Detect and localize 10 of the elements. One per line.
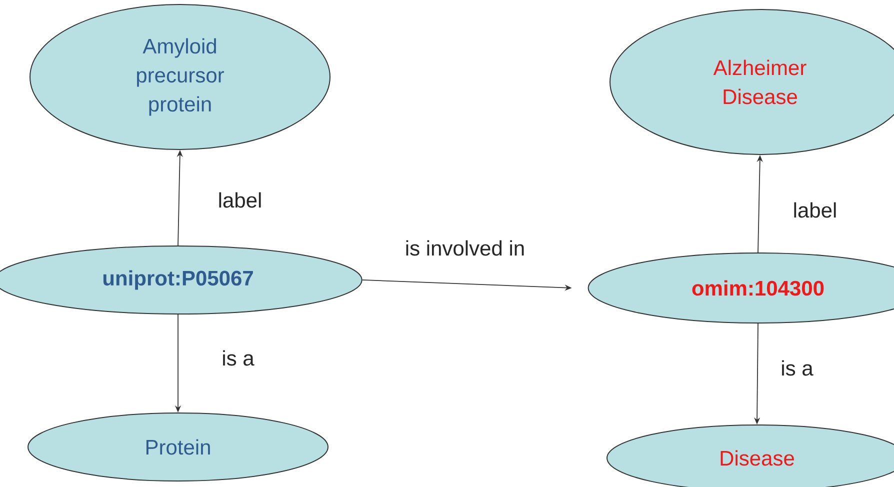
ellipse-node: Alzheimer Disease bbox=[610, 9, 894, 155]
edge-label: label bbox=[219, 192, 261, 208]
edge-label: is a bbox=[782, 360, 814, 376]
edge-label: label bbox=[794, 202, 836, 218]
ellipse-node: omim:104300 bbox=[588, 252, 894, 324]
edge-label: is a bbox=[223, 350, 254, 366]
edge-label: is involved in bbox=[406, 240, 524, 256]
ellipse-node: Disease bbox=[606, 424, 894, 487]
ellipse-node: Protein bbox=[28, 412, 328, 482]
ellipse-node: Amyloid precursor protein bbox=[30, 4, 330, 150]
